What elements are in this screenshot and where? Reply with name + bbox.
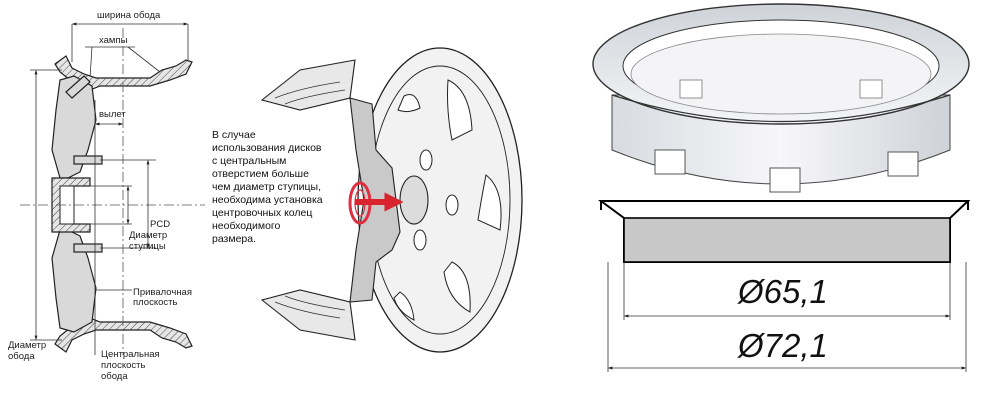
spoke-window-4 <box>393 291 415 321</box>
barrel-line-bottom-2 <box>284 295 346 311</box>
ring-clip-5 <box>859 79 883 99</box>
ring-clip-4 <box>679 79 703 99</box>
centering-ring-3d <box>592 3 970 193</box>
ring-inner-wall <box>630 33 932 115</box>
hub-diameter-label-2: ступицы <box>129 241 166 252</box>
note-line-1: В случае <box>212 129 256 141</box>
lug-hole-3 <box>413 229 427 251</box>
pcd-label: PCD <box>150 219 170 230</box>
note-line-4: отверстием больше <box>212 168 309 180</box>
note-line-5: чем диаметр ступицы, <box>212 181 321 193</box>
hub-diameter-label-1: Диаметр <box>129 230 167 241</box>
humps-label: хампы <box>99 35 128 46</box>
center-plane-label-3: обода <box>101 371 128 382</box>
barrel-line-top-2 <box>284 89 346 105</box>
valve-stem <box>65 75 91 99</box>
humps-leader-2 <box>127 46 161 73</box>
ring-clip-3 <box>887 151 919 177</box>
bolt-lower <box>73 243 103 253</box>
rim-width-label: ширина обода <box>97 10 161 21</box>
mounting-plane-label-2: плоскость <box>133 297 177 308</box>
ring-flange-lower-edge <box>611 94 951 123</box>
spoke-window-2 <box>477 174 502 231</box>
barrel-top <box>260 59 356 111</box>
spoke-window-5 <box>397 94 421 113</box>
note-line-8: необходимого <box>212 220 281 232</box>
center-bore-hole <box>399 175 429 225</box>
alloy-wheel-illustration: В случае использования дисков с централь… <box>212 47 523 353</box>
wheel-cross-section: ширина обода хампы вылет <box>8 10 205 382</box>
center-plane-label-2: плоскость <box>101 360 145 371</box>
ring-clip-1 <box>654 149 686 175</box>
lug-hole-1 <box>419 149 433 171</box>
humps-leader-1 <box>89 46 93 79</box>
bolt-upper <box>73 155 103 165</box>
spoke-window-3 <box>443 261 471 313</box>
rim-diameter-label-2: обода <box>8 351 35 362</box>
lug-hole-2 <box>445 194 459 216</box>
barrel-line-bottom-1 <box>274 301 341 319</box>
note-line-3: с центральным <box>212 155 286 167</box>
barrel-line-top-1 <box>274 81 341 99</box>
inner-diameter-label: Ø65,1 <box>737 273 828 310</box>
barrel-bottom <box>260 289 356 341</box>
mounting-plane-label-1: Привалочная <box>133 287 192 298</box>
spoke-window-1 <box>447 79 473 141</box>
note-line-7: центровочных колец <box>212 207 312 219</box>
offset-label: вылет <box>99 109 126 120</box>
centering-ring-section: Ø65,1 Ø72,1 <box>597 200 971 372</box>
note-line-6: необходима установка <box>212 194 323 206</box>
rim-diameter-label-1: Диаметр <box>8 340 46 351</box>
center-plane-label-1: Центральная <box>101 349 160 360</box>
outer-diameter-label: Ø72,1 <box>737 327 828 364</box>
ring-section-fill <box>623 217 951 263</box>
disc-lower <box>51 229 97 333</box>
note-line-9: размера. <box>212 233 256 245</box>
ring-clip-2 <box>769 167 801 193</box>
centering-ring-note: В случае использования дисков с централь… <box>212 129 323 245</box>
note-line-2: использования дисков <box>212 142 322 154</box>
